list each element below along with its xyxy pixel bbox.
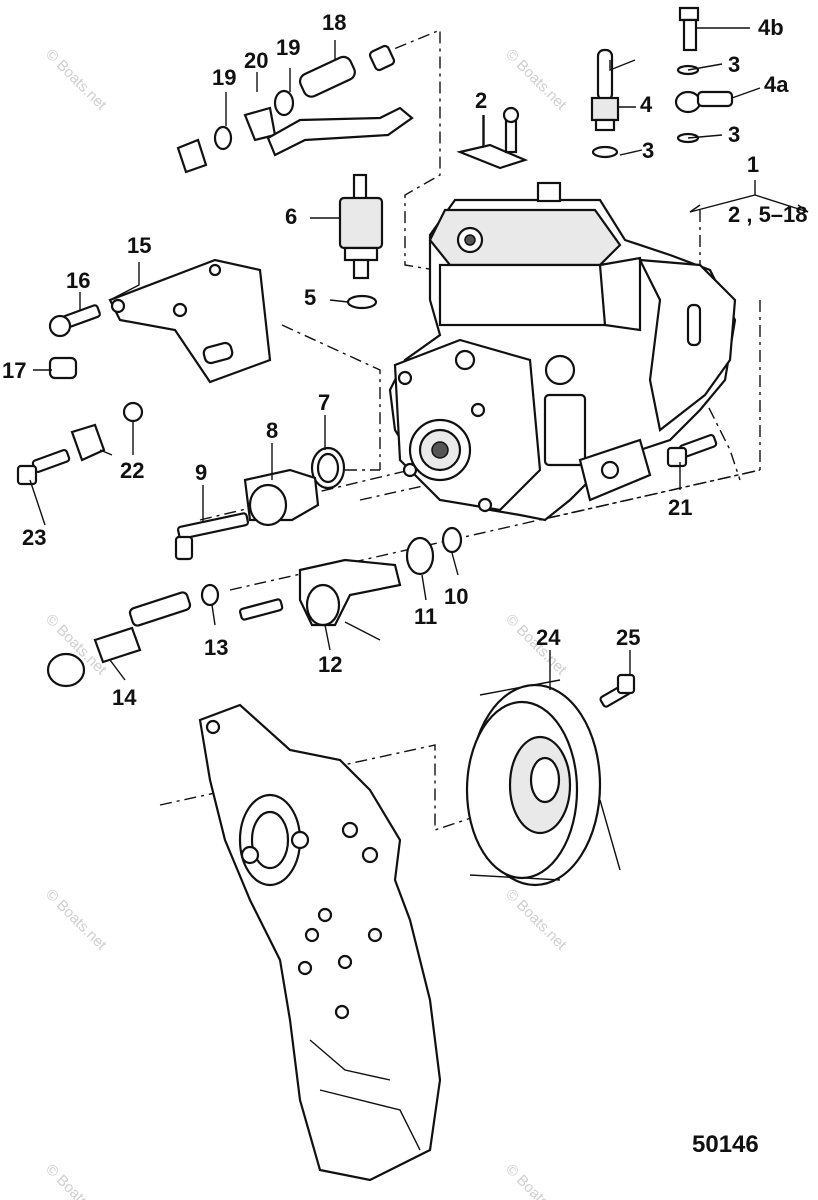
callout-13: 13 <box>204 635 228 660</box>
callout-8: 8 <box>266 418 278 443</box>
callout-25: 25 <box>616 625 640 650</box>
callout-3: 3 <box>642 138 654 163</box>
callout-22: 22 <box>120 458 144 483</box>
diagram-number: 50146 <box>692 1131 759 1158</box>
watermark: © Boats.net <box>502 1161 570 1200</box>
callout-12: 12 <box>318 652 342 677</box>
part-18-20-return-line <box>176 44 414 174</box>
callout-19: 19 <box>276 35 300 60</box>
part-24-drive-gear <box>465 679 621 887</box>
callout-4a: 4a <box>764 72 789 97</box>
leader-lines <box>29 27 809 690</box>
part-2-clip <box>456 106 529 170</box>
part-10-13-sensor <box>200 526 463 641</box>
callout-6: 6 <box>285 204 297 229</box>
callout-23: 23 <box>22 525 46 550</box>
callout-4: 4 <box>640 92 653 117</box>
callout-16: 16 <box>66 268 90 293</box>
callout-21: 21 <box>668 495 692 520</box>
callout-9: 9 <box>195 460 207 485</box>
watermark: © Boats.net <box>42 886 110 954</box>
part-21-23-fasteners <box>16 423 718 486</box>
part-4a-4b-banjo <box>674 6 734 144</box>
callout-17: 17 <box>2 358 26 383</box>
part-6-solenoid <box>338 173 384 310</box>
callout-1-range: 2 , 5–18 <box>728 202 808 227</box>
callout-7: 7 <box>318 390 330 415</box>
callout-20: 20 <box>244 48 268 73</box>
callout-3: 3 <box>728 122 740 147</box>
callout-18: 18 <box>322 10 346 35</box>
callout-14: 14 <box>112 685 137 710</box>
callout-24: 24 <box>536 625 561 650</box>
callout-2: 2 <box>475 88 487 113</box>
watermark: © Boats.net <box>502 886 570 954</box>
callout-3: 3 <box>728 52 740 77</box>
callout-19: 19 <box>212 65 236 90</box>
callouts: 1 2 , 5–18 2 3 3 3 3 4 4a 4b 5 6 7 8 9 1… <box>2 10 808 1158</box>
part-25-gear-bolt <box>599 673 636 708</box>
callout-1: 1 <box>747 152 759 177</box>
callout-11: 11 <box>414 604 437 629</box>
injection-pump-body <box>388 181 737 522</box>
part-14-fitting <box>46 591 192 688</box>
watermark: © Boats.net <box>42 46 110 114</box>
part-15-bracket <box>48 258 272 423</box>
callout-4b: 4b <box>758 15 784 40</box>
watermark: © Boats.net <box>502 46 570 114</box>
watermark: © Boats.net <box>42 1161 110 1200</box>
callout-5: 5 <box>304 285 316 310</box>
callout-10: 10 <box>444 584 468 609</box>
part-7-9-cap-group <box>174 446 346 561</box>
part-4-valve <box>590 48 620 159</box>
callout-15: 15 <box>127 233 151 258</box>
timing-cover <box>198 703 442 1182</box>
